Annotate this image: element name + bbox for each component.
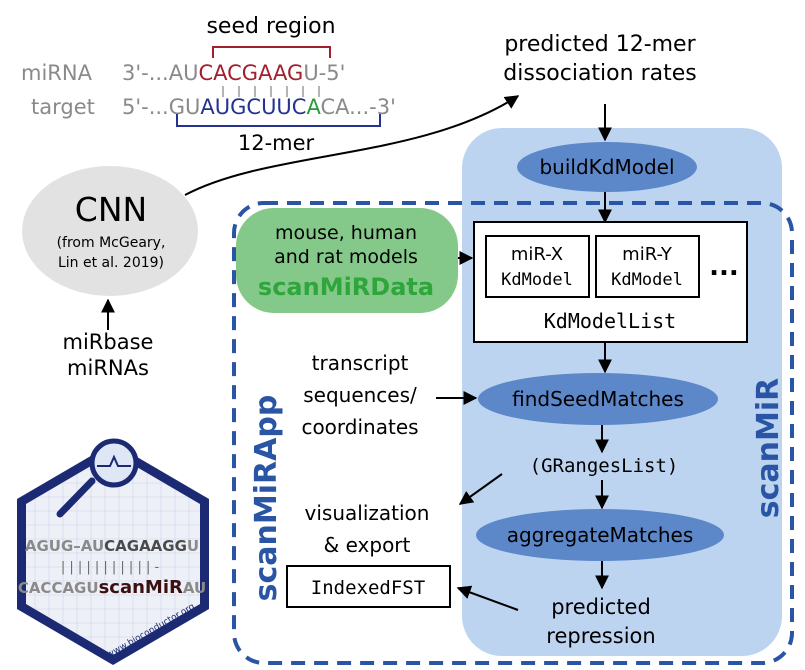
cnn-title: CNN — [75, 190, 147, 229]
mirbase-line2: miRNAs — [67, 356, 149, 380]
predicted-rates-line1: predicted 12-mer — [504, 32, 696, 57]
cnn-citation-line2: Lin et al. 2019) — [58, 255, 164, 271]
repression-line1: predicted — [551, 595, 651, 619]
repression-line2: repression — [546, 624, 655, 648]
scanmirdata-box — [236, 208, 458, 313]
magnifier-icon — [56, 438, 139, 518]
aggregatematches-node — [476, 509, 724, 561]
mirx-label: miR-X — [511, 244, 563, 265]
scanmirapp-side-label: scanMiRApp — [249, 395, 284, 602]
mirbase-line1: miRbase — [63, 330, 154, 354]
arrow-granges-to-visualization — [458, 473, 503, 505]
twelve-mer-label: 12-mer — [238, 131, 315, 155]
cnn-ellipse — [22, 166, 198, 296]
findseedmatches-node — [478, 373, 718, 425]
kdmodellist-label: KdModelList — [544, 309, 676, 333]
scanmir-side-label: scanMiR — [751, 378, 786, 518]
indexedfst-label: IndexedFST — [311, 577, 425, 599]
cnn-citation-line1: (from McGeary, — [57, 235, 166, 251]
aggregatematches-label: aggregateMatches — [507, 523, 694, 547]
logo-basepairs: | | | | | | | | | | | - — [61, 560, 160, 575]
target-label: target — [31, 95, 95, 119]
mirx-kdmodel-box — [485, 235, 590, 298]
scanmirdata-name: scanMiRData — [258, 273, 434, 301]
indexedfst-box — [286, 565, 451, 608]
seed-region-label: seed region — [206, 14, 335, 39]
basepair-ticks — [222, 86, 320, 97]
miry-label: miR-Y — [622, 244, 673, 265]
scanmirdata-line2: and rat models — [274, 246, 418, 268]
arrow-repression-to-indexedfst — [456, 585, 519, 611]
mirna-label: miRNA — [21, 61, 93, 85]
visualization-line2: & export — [324, 533, 411, 557]
miry-kdmodel-label: KdModel — [611, 270, 683, 290]
transcript-line3: coordinates — [301, 415, 418, 439]
target-sequence: 5'-...GUAUGCUUCACA...-3' — [122, 95, 396, 119]
buildkdmodel-node — [517, 142, 697, 192]
mirx-kdmodel-label: KdModel — [501, 270, 573, 290]
seed-region-bracket — [212, 46, 331, 58]
seed-alignment: seed region miRNA 3'-...AUCACGAAGU-5' ta… — [21, 14, 396, 155]
arrow-cnn-to-rates — [184, 95, 520, 196]
logo-sequence-top: AGUG–AUCAGAAGGU — [25, 537, 199, 555]
transcript-line1: transcript — [312, 351, 409, 375]
mirna-sequence: 3'-...AUCACGAAGU-5' — [122, 61, 345, 85]
scanmirapp-dashed-region — [232, 201, 794, 665]
logo-sequence-bottom: CACCAGUscanMiRAU — [18, 577, 206, 598]
findseedmatches-label: findSeedMatches — [512, 387, 684, 411]
grangeslist-label: (GRangesList) — [530, 455, 679, 477]
scanmirdata-line1: mouse, human — [275, 222, 417, 244]
predicted-rates-line2: dissociation rates — [503, 61, 696, 86]
kdmodels-ellipsis: ... — [709, 252, 739, 282]
scanmir-logo: AGUG–AUCAGAAGGU | | | | | | | | | | | - … — [17, 438, 209, 665]
buildkdmodel-label: buildKdModel — [539, 155, 674, 179]
transcript-line2: sequences/ — [303, 383, 417, 407]
twelve-mer-bracket — [176, 114, 381, 127]
miry-kdmodel-box — [595, 235, 700, 298]
visualization-line1: visualization — [305, 501, 430, 525]
